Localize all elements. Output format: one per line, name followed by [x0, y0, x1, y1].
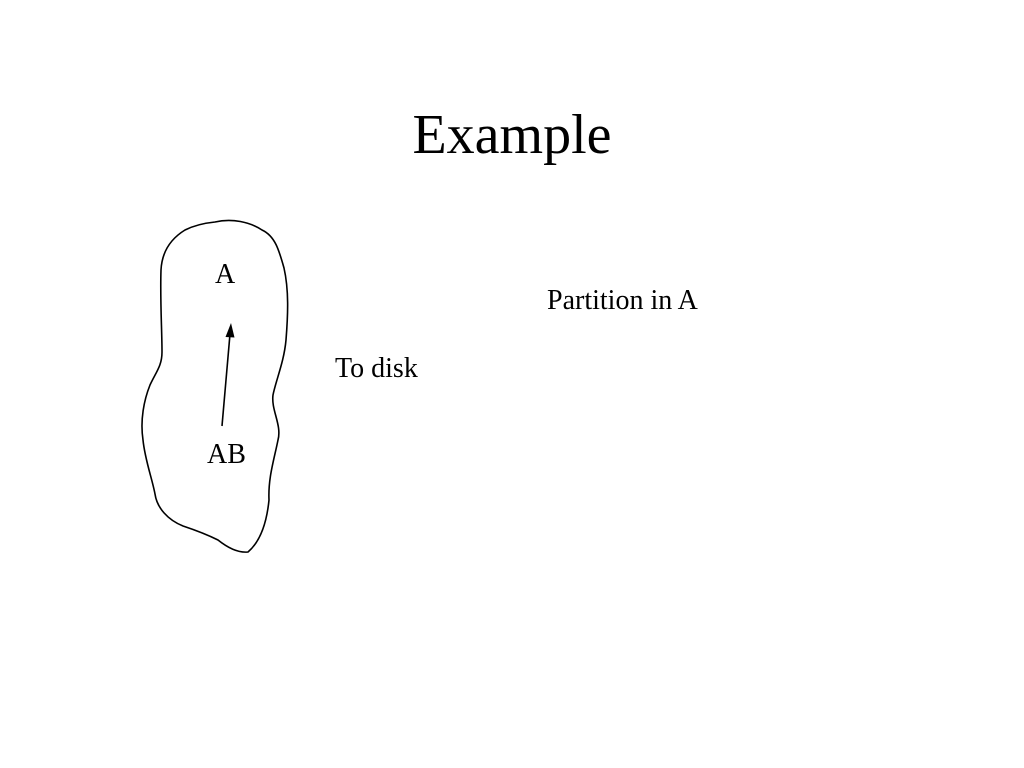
memory-blob-outline [141, 219, 289, 553]
arrow-head [225, 323, 235, 338]
node-label-ab: AB [207, 439, 246, 470]
slide-title: Example [412, 104, 612, 166]
arrow-shaft [221, 333, 231, 427]
to-disk-label: To disk [335, 353, 418, 384]
node-label-a: A [215, 259, 236, 290]
partition-label: Partition in A [547, 285, 698, 316]
